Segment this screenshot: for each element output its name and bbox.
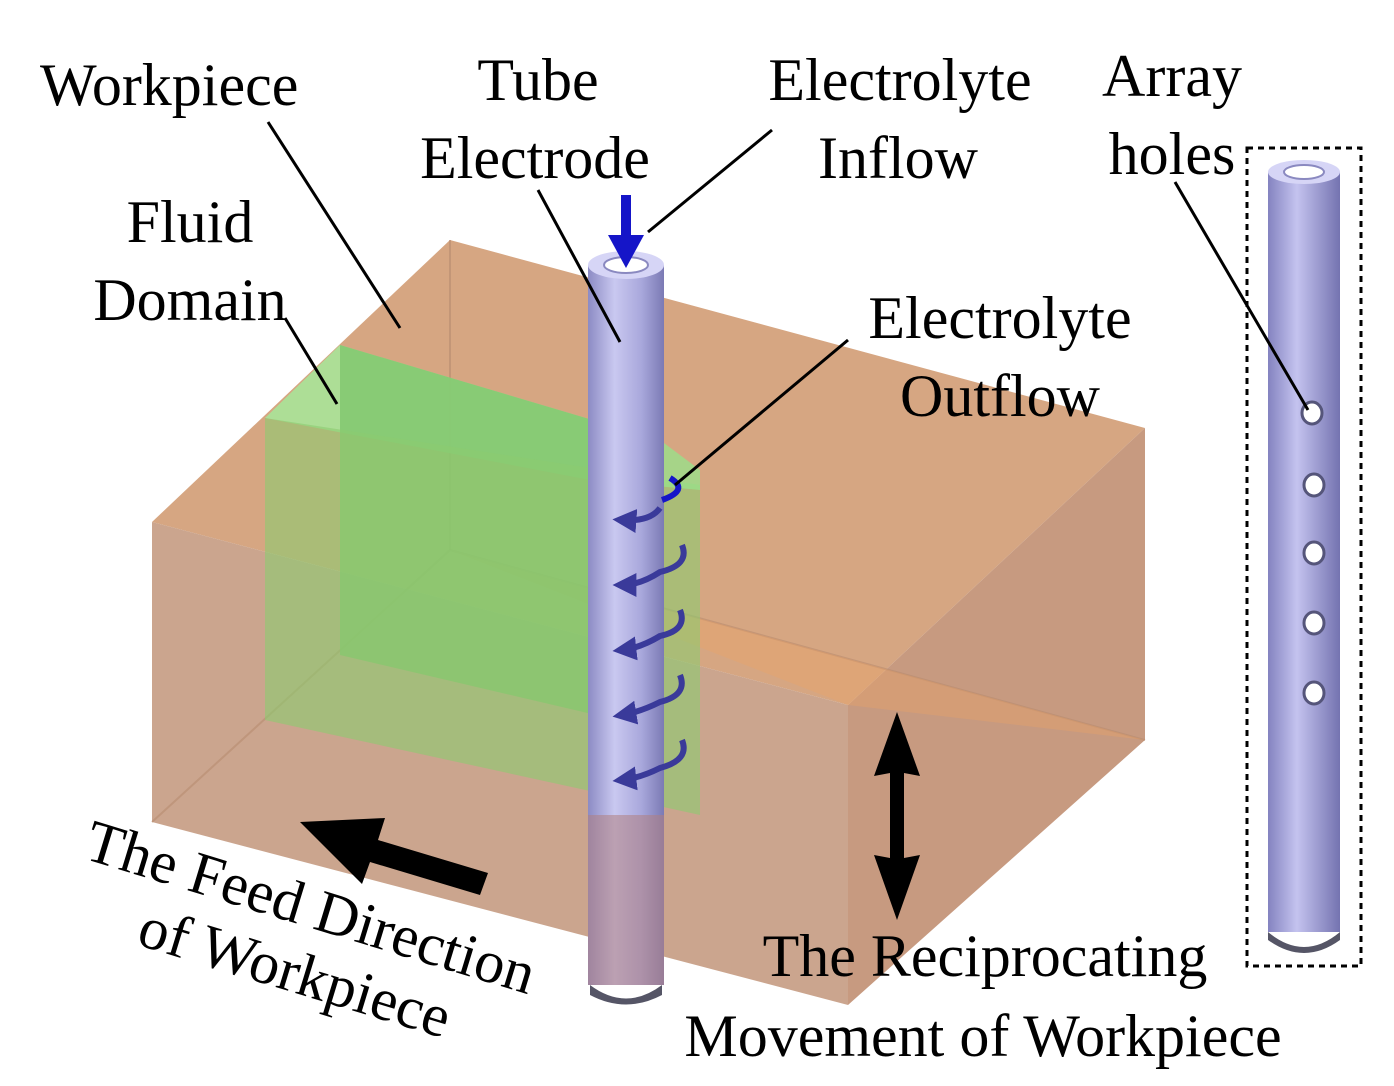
label-outflow-line2: Outflow <box>900 363 1101 429</box>
label-outflow-line1: Electrolyte <box>868 285 1131 351</box>
leader-lines <box>266 121 1310 487</box>
feed-direction-arrow <box>300 818 488 895</box>
label-recip-line2: Movement of Workpiece <box>684 1003 1281 1069</box>
label-workpiece: Workpiece <box>40 52 298 118</box>
tube-electrode <box>588 251 664 1005</box>
label-array-line1: Array <box>1102 43 1242 109</box>
label-recip-line1: The Reciprocating <box>763 923 1208 989</box>
label-inflow-line1: Electrolyte <box>768 47 1031 113</box>
label-array-line2: holes <box>1109 121 1236 187</box>
workpiece-right-face <box>848 428 1145 1005</box>
label-fluid-line1: Fluid <box>127 189 254 255</box>
array-hole-icons <box>1300 400 1326 706</box>
reciprocating-arrow <box>874 712 920 920</box>
inflow-arrow <box>608 195 644 268</box>
label-inflow-line2: Inflow <box>818 125 979 191</box>
array-holes-electrode <box>1245 146 1363 968</box>
label-tube-line2: Electrode <box>420 125 650 191</box>
label-tube-line1: Tube <box>477 47 598 113</box>
outflow-arrows <box>612 475 687 791</box>
detail-box <box>1245 146 1363 968</box>
label-fluid-line2: Domain <box>93 267 286 333</box>
